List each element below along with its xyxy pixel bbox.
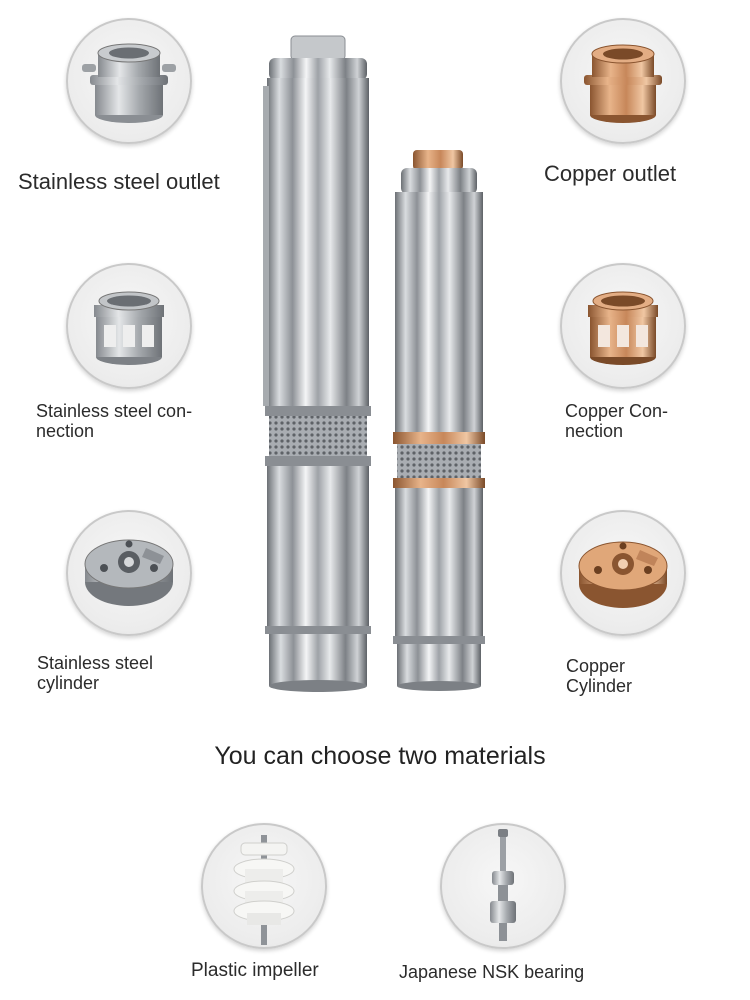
stainless-pump	[263, 35, 371, 692]
copper-cylinder-label: Copper Cylinder	[566, 656, 633, 697]
materials-heading: You can choose two materials	[214, 742, 546, 770]
nsk-bearing-icon	[440, 823, 566, 949]
stainless-steel-connection-label: Stainless steel con- nection	[36, 401, 193, 442]
copper-outlet-label: Copper outlet	[544, 161, 677, 186]
nsk-bearing-label: Japanese NSK bearing	[399, 962, 585, 982]
stainless-steel-outlet-icon	[66, 18, 192, 144]
copper-pump	[393, 150, 485, 691]
plastic-impeller-label: Plastic impeller	[191, 960, 319, 981]
stainless-steel-cylinder-label: Stainless steel cylinder	[37, 653, 154, 694]
copper-connection-label: Copper Con- nection	[565, 401, 669, 442]
stainless-steel-outlet-label: Stainless steel outlet	[18, 169, 220, 194]
copper-connection-icon	[560, 263, 686, 389]
copper-outlet-icon	[560, 18, 686, 144]
stainless-steel-connection-icon	[66, 263, 192, 389]
copper-cylinder-icon	[560, 510, 686, 636]
plastic-impeller-icon	[201, 823, 327, 949]
submersible-pump-pair	[255, 30, 500, 700]
stainless-steel-cylinder-icon	[66, 510, 192, 636]
